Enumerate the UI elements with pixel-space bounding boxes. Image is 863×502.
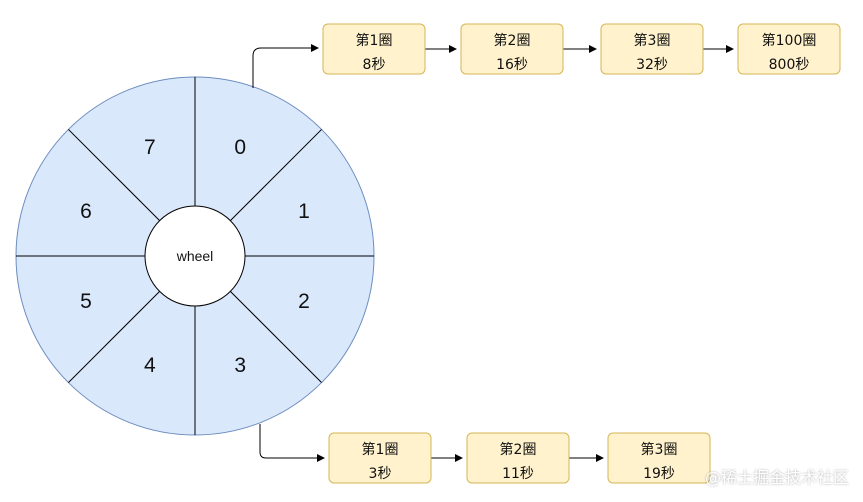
round-node: 第1圈 8秒	[322, 23, 426, 75]
round-node: 第1圈 3秒	[328, 432, 432, 484]
slot-0-connector	[252, 44, 319, 88]
round-delay: 11秒	[502, 466, 534, 482]
round-delay: 16秒	[496, 57, 528, 73]
wheel: 0 1 2 3 4 5 6 7 wheel	[15, 76, 375, 436]
round-node: 第100圈 800秒	[737, 23, 841, 75]
round-label: 第3圈	[641, 441, 678, 458]
wheel-slot-label: 4	[144, 354, 156, 377]
slot-3-chain: 第1圈 3秒 第2圈 11秒 第3圈 19秒	[328, 432, 711, 484]
round-node: 第2圈 11秒	[466, 432, 570, 484]
round-delay: 3秒	[369, 466, 392, 482]
wheel-slot-label: 2	[298, 290, 310, 313]
wheel-spokes	[16, 77, 374, 435]
wheel-hub-label: wheel	[176, 248, 214, 264]
round-delay: 32秒	[636, 57, 668, 73]
wheel-slot-labels: 0 1 2 3 4 5 6 7	[80, 136, 310, 377]
slot-0-chain: 第1圈 8秒 第2圈 16秒 第3圈 32秒 第100圈 800秒	[322, 23, 841, 75]
slot-3-connector	[259, 424, 325, 462]
round-label: 第100圈	[762, 32, 817, 49]
wheel-spoke	[68, 291, 160, 383]
wheel-hub	[144, 205, 246, 307]
wheel-slot-label: 5	[80, 290, 92, 313]
round-node: 第2圈 16秒	[460, 23, 564, 75]
wheel-slot-label: 7	[144, 136, 156, 159]
wheel-spoke	[230, 291, 322, 383]
wheel-slot-label: 3	[234, 354, 246, 377]
round-label: 第2圈	[500, 441, 537, 458]
watermark: @稀土掘金技术社区	[704, 468, 849, 487]
round-node: 第3圈 32秒	[600, 23, 704, 75]
wheel-spoke	[68, 129, 160, 221]
wheel-slot-label: 0	[234, 136, 246, 159]
round-delay: 800秒	[769, 57, 810, 73]
wheel-slot-label: 6	[80, 200, 92, 223]
round-label: 第2圈	[494, 32, 531, 49]
round-delay: 19秒	[643, 466, 675, 482]
round-label: 第1圈	[356, 32, 393, 49]
wheel-slot-label: 1	[298, 200, 310, 223]
round-label: 第1圈	[362, 441, 399, 458]
wheel-spoke	[230, 129, 322, 221]
round-node: 第3圈 19秒	[607, 432, 711, 484]
round-label: 第3圈	[634, 32, 671, 49]
round-delay: 8秒	[363, 57, 386, 73]
